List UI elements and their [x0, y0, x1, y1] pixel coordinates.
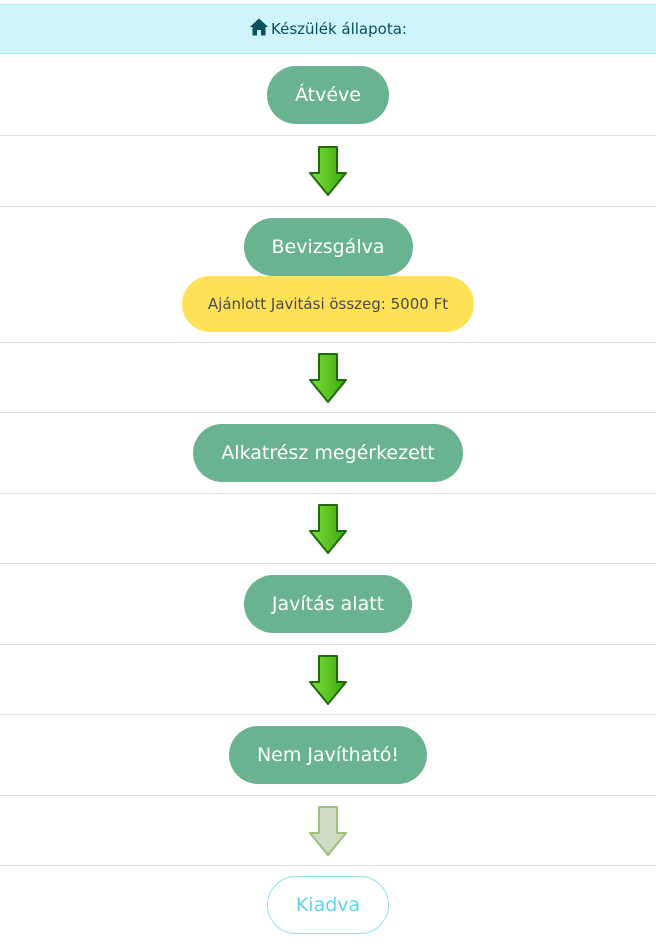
step-row-bevizsgalva: Bevizsgálva Ajánlott Javitási összeg: 50… — [0, 207, 656, 343]
arrow-down-icon — [309, 654, 347, 705]
step-row-nem-javithato: Nem Javítható! — [0, 715, 656, 796]
arrow-down-icon — [309, 352, 347, 403]
step-nem-javithato: Nem Javítható! — [228, 726, 428, 784]
step-bevizsgalva: Bevizsgálva — [243, 217, 413, 276]
arrow-row — [0, 494, 656, 564]
step-javitas-alatt: Javítás alatt — [243, 575, 413, 633]
arrow-row-inactive — [0, 796, 656, 866]
status-header: Készülék állapota: — [0, 4, 656, 54]
step-row-alkatresz: Alkatrész megérkezett — [0, 413, 656, 494]
arrow-row — [0, 136, 656, 207]
step-kiadva: Kiadva — [266, 876, 390, 934]
step-atveve: Átvéve — [267, 66, 389, 124]
arrow-down-icon-inactive — [309, 805, 347, 856]
arrow-row — [0, 343, 656, 413]
arrow-down-icon — [309, 503, 347, 554]
arrow-row — [0, 645, 656, 715]
step-alkatresz-megerkezett: Alkatrész megérkezett — [193, 424, 463, 482]
step-row-javitas-alatt: Javítás alatt — [0, 564, 656, 645]
home-icon — [249, 17, 271, 41]
arrow-down-icon — [309, 146, 347, 196]
repair-cost-note: Ajánlott Javitási összeg: 5000 Ft — [181, 275, 475, 332]
header-title: Készülék állapota: — [271, 20, 407, 38]
step-row-kiadva: Kiadva — [0, 866, 656, 944]
step-row-atveve: Átvéve — [0, 55, 656, 136]
